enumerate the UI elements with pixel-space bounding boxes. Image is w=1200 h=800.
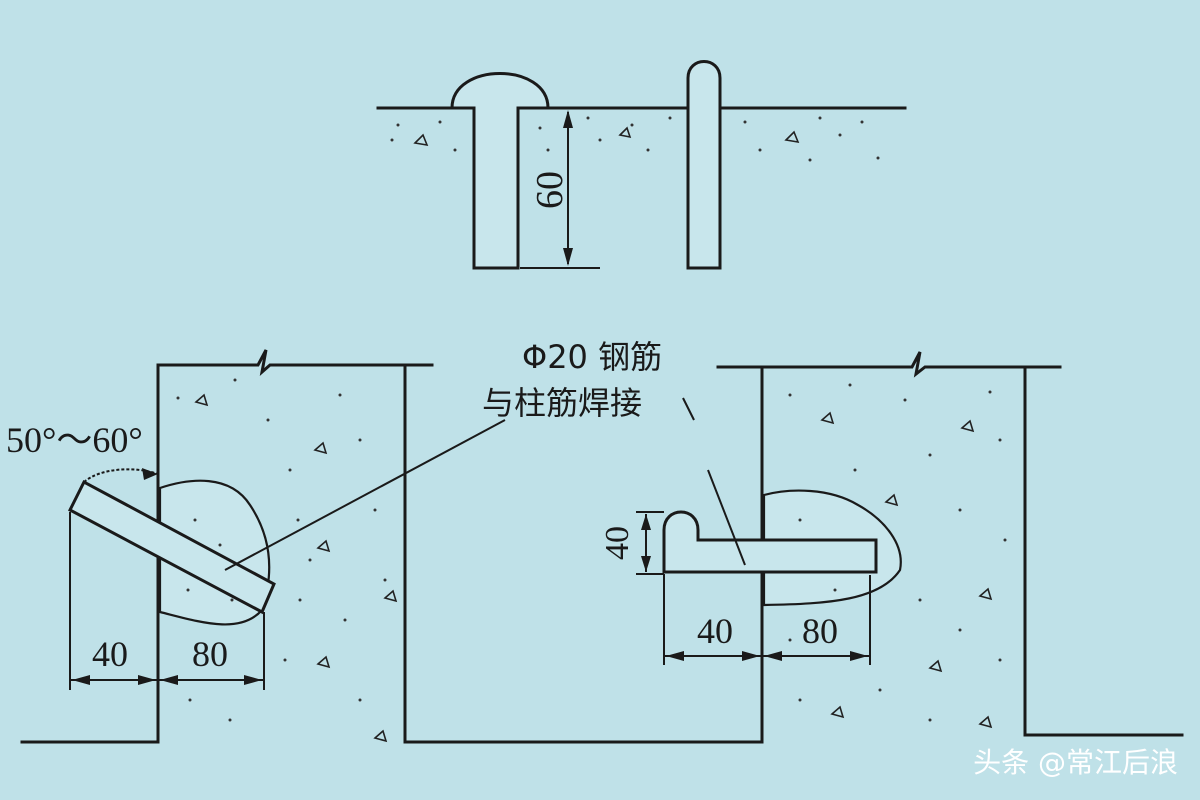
- right-dim-height-40: 40: [599, 526, 636, 560]
- rebar-spec-line2: 与柱筋焊接: [482, 384, 642, 422]
- right-detail: 40 40 80: [599, 351, 1184, 744]
- top-depth-label: 60: [529, 171, 571, 209]
- top-hooked-rebar: [450, 72, 550, 270]
- right-hooked-rebar: [662, 510, 878, 574]
- rebar-spec-line1: Φ20 钢筋: [522, 338, 662, 376]
- right-column-right-edge: [1023, 365, 1184, 737]
- right-dim-80: 80: [802, 611, 838, 651]
- right-concrete-texture: [788, 383, 1007, 729]
- watermark: 头条 @常江后浪: [973, 746, 1178, 779]
- top-dim-arrow-down: [563, 248, 573, 266]
- right-leader-line: [707, 469, 746, 566]
- rebar-spec-callout: Φ20 钢筋 与柱筋焊接: [482, 338, 695, 422]
- top-soil-texture: [390, 116, 880, 162]
- left-leader-line: [224, 419, 506, 571]
- top-straight-rebar: [686, 60, 722, 270]
- left-angle-arrow: [142, 468, 158, 480]
- left-dim-80: 80: [192, 634, 228, 674]
- right-dim-40: 40: [697, 611, 733, 651]
- left-concrete-texture: [176, 378, 398, 743]
- left-inclined-rebar: [68, 479, 276, 615]
- top-detail: 60: [376, 60, 907, 270]
- callout-tick: [682, 397, 695, 421]
- angle-label: 50°～60°: [6, 420, 143, 460]
- left-detail: 40 80 50°～60°: [6, 349, 612, 744]
- top-dim-arrow-up: [563, 110, 573, 128]
- left-column-right-edge: [403, 363, 612, 744]
- right-column-left-edge: [610, 365, 764, 744]
- right-column-top-edge: [716, 351, 1062, 378]
- left-dim-40: 40: [92, 634, 128, 674]
